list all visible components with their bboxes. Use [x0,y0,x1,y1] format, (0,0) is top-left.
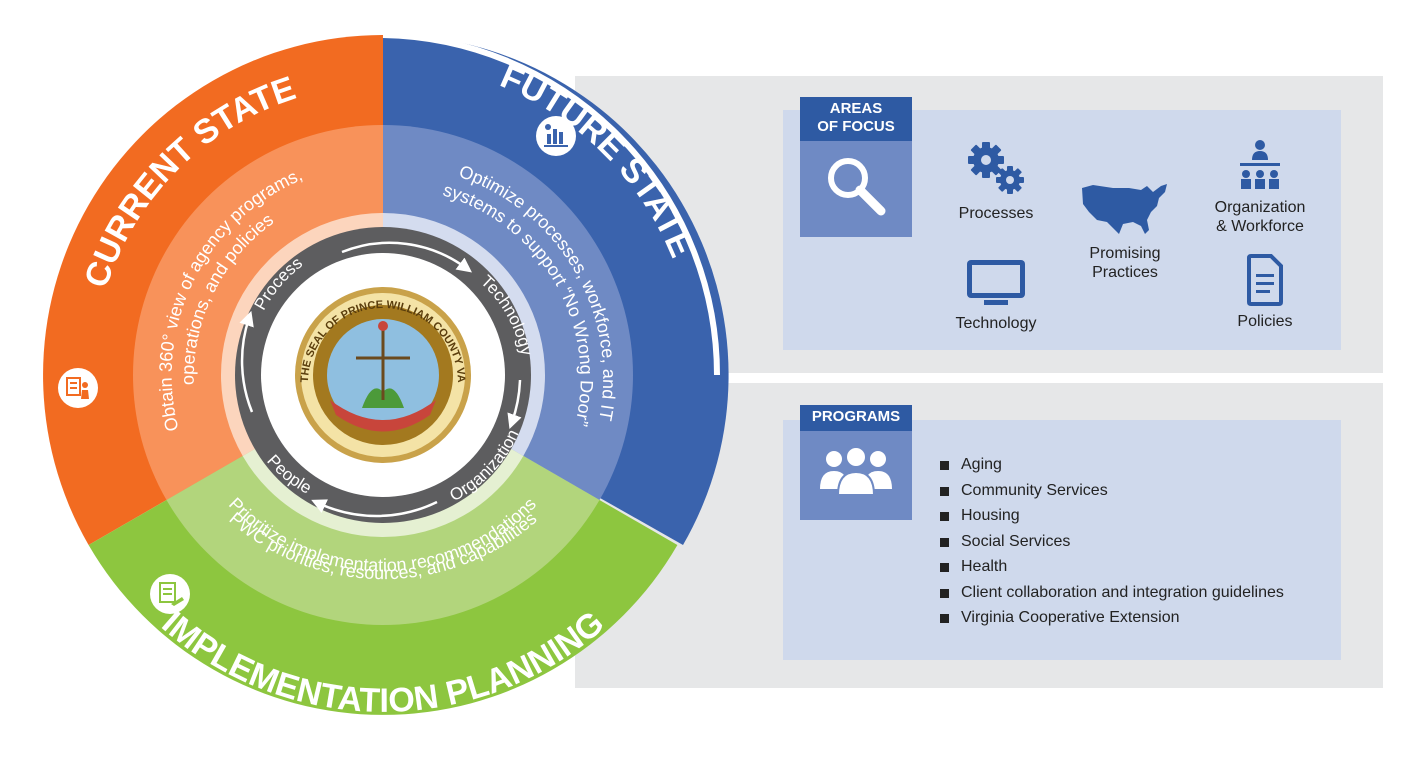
areas-of-focus-badge: AREAS OF FOCUS [800,97,912,237]
programs-badge: PROGRAMS [800,405,912,520]
list-item: Aging [940,452,1284,478]
gears-icon [968,142,1024,194]
focus-item-promising-practices: Promising Practices [1075,182,1175,282]
org-chart-icon [1240,140,1280,189]
list-item: Health [940,554,1284,580]
list-item: Housing [940,503,1284,529]
programs-list: Aging Community Services Housing Social … [940,452,1284,631]
programs-heading: PROGRAMS [800,405,912,431]
monitor-icon [967,260,1025,305]
future-state-white-rim [382,32,720,376]
arrow-organization-to-people [311,499,438,518]
focus-item-organization-workforce: Organization & Workforce [1200,138,1320,236]
cycle-diagram: Process Technology Organization People T… [43,32,729,715]
arrow-process-to-technology [341,241,473,273]
list-item: Social Services [940,529,1284,555]
panel-divider [575,373,1383,383]
analytics-person-icon [536,116,576,156]
focus-item-policies: Policies [1215,254,1315,331]
focus-item-technology: Technology [946,258,1046,333]
arrow-people-to-process [239,310,254,413]
county-seal: THE SEAL OF PRINCE WILLIAM COUNTY VA [295,287,471,463]
focus-item-processes: Processes [946,140,1046,223]
areas-of-focus-heading: AREAS OF FOCUS [800,97,912,141]
magnifier-icon [828,158,886,216]
list-item: Client collaboration and integration gui… [940,580,1284,606]
arrow-technology-to-organization [507,379,522,430]
document-icon [1247,254,1283,306]
people-group-icon [820,446,892,496]
list-item: Community Services [940,478,1284,504]
presentation-person-icon [58,368,98,408]
usa-map-icon [1082,184,1167,234]
planning-document-icon [150,574,190,614]
list-item: Virginia Cooperative Extension [940,605,1284,631]
